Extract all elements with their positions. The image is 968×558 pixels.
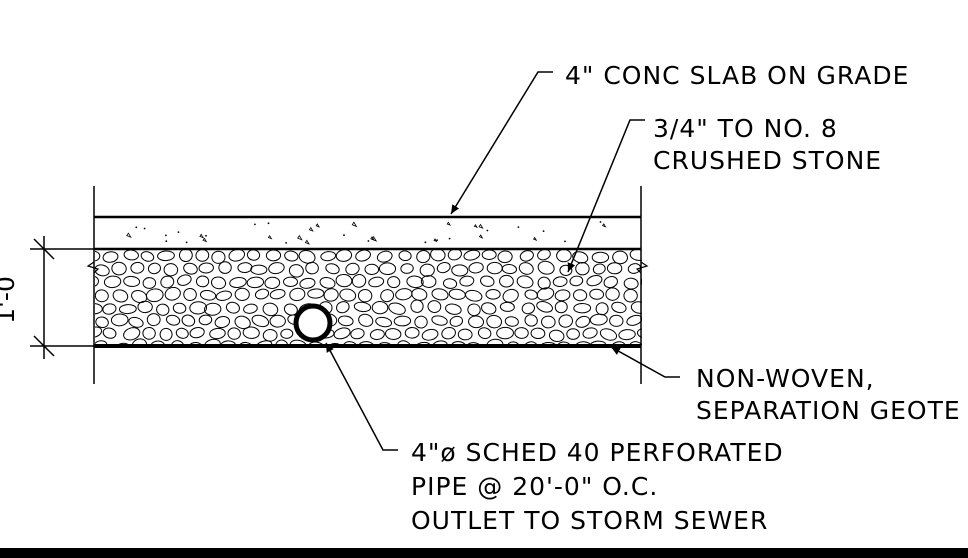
right-break-mark (635, 261, 649, 274)
thickness-dimension: 1'-0 (0, 236, 94, 359)
fabric-callout-line1: NON-WOVEN, (696, 364, 875, 393)
slab-callout: 4" CONC SLAB ON GRADE (565, 61, 909, 90)
stone-callout-line2: CRUSHED STONE (653, 146, 882, 175)
sheet-bottom-border (0, 548, 968, 558)
stone-callout-line1: 3/4" TO NO. 8 (653, 114, 838, 143)
pipe-leader (325, 342, 398, 451)
dimension-label: 1'-0 (0, 276, 20, 324)
left-break-mark (86, 261, 100, 274)
fabric-callout-line2: SEPARATION GEOTE (696, 396, 961, 425)
concrete-slab (94, 215, 641, 245)
pipe-callout-line3: OUTLET TO STORM SEWER (411, 506, 768, 535)
fabric-leader (610, 346, 680, 378)
stone-leader (567, 119, 645, 273)
crushed-stone-hatch (95, 250, 642, 345)
pipe-callout-line2: PIPE @ 20'-0" O.C. (411, 472, 658, 501)
perforated-pipe (293, 303, 333, 343)
pipe-callout-line1: 4"ø SCHED 40 PERFORATED (411, 438, 784, 467)
crushed-stone-layer (94, 247, 642, 348)
slab-leader (450, 71, 553, 215)
concrete-aggregate-hatch (126, 221, 607, 245)
